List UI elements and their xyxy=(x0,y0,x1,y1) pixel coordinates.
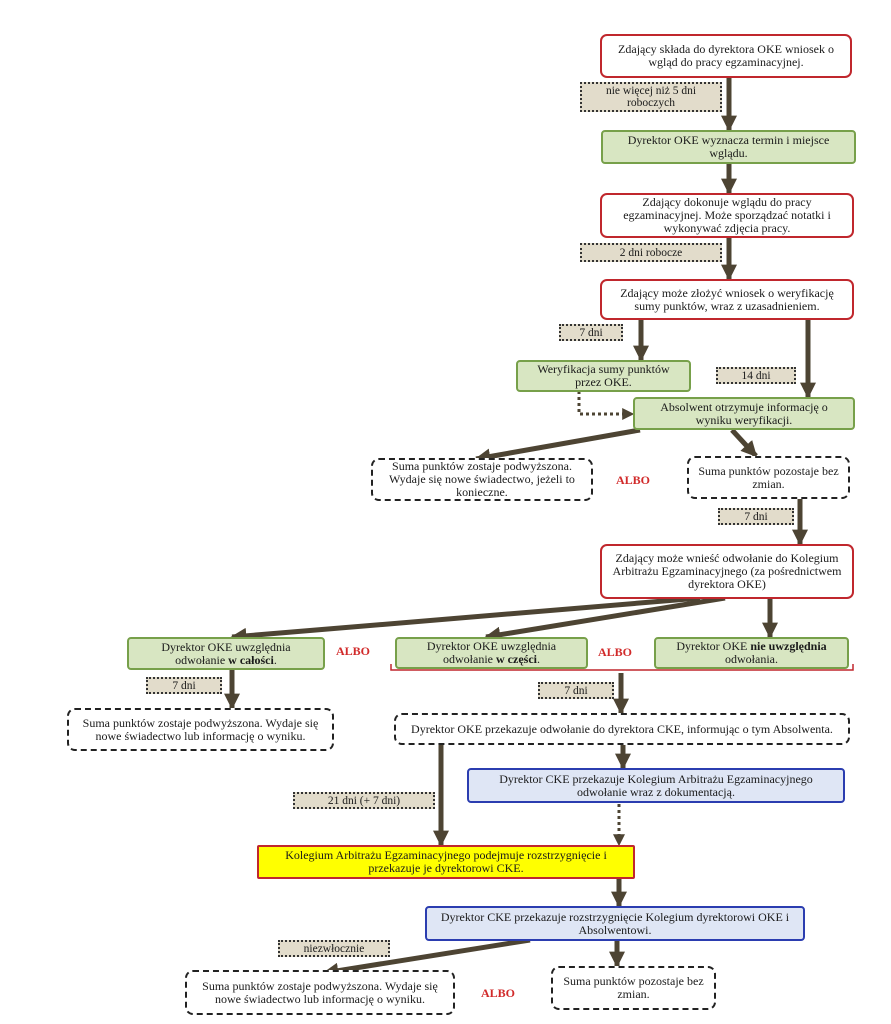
node-cke-forwards-kae: Dyrektor CKE przekazuje Kolegium Arbitra… xyxy=(467,768,845,803)
tag-14-days: 14 dni xyxy=(716,367,796,384)
node-appeal-kae: Zdający może wnieść odwołanie do Kolegiu… xyxy=(600,544,854,599)
node-view-exam: Zdający dokonuje wglądu do pracy egzamin… xyxy=(600,193,854,238)
bracket-11-12 xyxy=(390,664,854,671)
tag-7-days-verification: 7 dni xyxy=(559,324,623,341)
node-score-raised-2: Suma punktów zostaje podwyższona. Wydaje… xyxy=(67,708,334,751)
node-request-view: Zdający składa do dyrektora OKE wniosek … xyxy=(600,34,852,78)
node-appeal-accepted-partly-text: Dyrektor OKE uwzględnia odwołanie w częś… xyxy=(426,639,557,666)
tag-21-days: 21 dni (+ 7 dni) xyxy=(293,792,435,809)
node-director-sets-date: Dyrektor OKE wyznacza termin i miejsce w… xyxy=(601,130,856,164)
arrow-9-10 xyxy=(230,595,701,644)
tag-7-days-full: 7 dni xyxy=(146,677,222,694)
node-request-verification: Zdający może złożyć wniosek o weryfikacj… xyxy=(600,279,854,320)
albo-connector-2: ALBO xyxy=(336,644,371,658)
node-verification-result: Absolwent otrzymuje informację o wyniku … xyxy=(633,397,855,430)
node-score-raised-3: Suma punktów zostaje podwyższona. Wydaje… xyxy=(185,970,455,1015)
node-score-unchanged-2: Suma punktów pozostaje bez zmian. xyxy=(551,966,716,1010)
tag-immediately: niezwłocznie xyxy=(278,940,390,957)
node-appeal-rejected-text: Dyrektor OKE nie uwzględnia odwołania. xyxy=(676,639,827,666)
node-appeal-accepted-fully-text: Dyrektor OKE uwzględnia odwołanie w cało… xyxy=(161,639,291,667)
tag-7-days-appeal: 7 dni xyxy=(718,508,794,525)
node-score-unchanged-1: Suma punktów pozostaje bez zmian. xyxy=(687,456,850,499)
arrow-6-8 xyxy=(730,428,758,458)
node-cke-forwards-decision: Dyrektor CKE przekazuje rozstrzygnięcie … xyxy=(425,906,805,941)
node-appeal-accepted-partly: Dyrektor OKE uwzględnia odwołanie w częś… xyxy=(395,637,588,669)
node-kae-decision: Kolegium Arbitrażu Egzaminacyjnego podej… xyxy=(257,845,635,879)
arrow-17-18 xyxy=(322,937,531,979)
node-score-raised-1: Suma punktów zostaje podwyższona. Wydaje… xyxy=(371,458,593,501)
albo-connector-4: ALBO xyxy=(481,986,516,1000)
arrow-9-11 xyxy=(484,595,726,643)
node-appeal-accepted-fully: Dyrektor OKE uwzględnia odwołanie w cało… xyxy=(127,637,325,670)
tag-deadline-5-days: nie więcej niż 5 dni roboczych xyxy=(580,82,722,112)
tag-2-working-days: 2 dni robocze xyxy=(580,243,722,262)
node-verification-oke: Weryfikacja sumy punktów przez OKE. xyxy=(516,360,691,392)
arrow-6-7 xyxy=(474,427,641,465)
tag-7-days-partial: 7 dni xyxy=(538,682,614,699)
albo-connector-1: ALBO xyxy=(616,473,651,487)
node-appeal-rejected: Dyrektor OKE nie uwzględnia odwołania. xyxy=(654,637,849,669)
node-forward-to-cke: Dyrektor OKE przekazuje odwołanie do dyr… xyxy=(394,713,850,745)
dotted-arrow-5-6 xyxy=(577,391,635,420)
albo-connector-3: ALBO xyxy=(598,645,633,659)
